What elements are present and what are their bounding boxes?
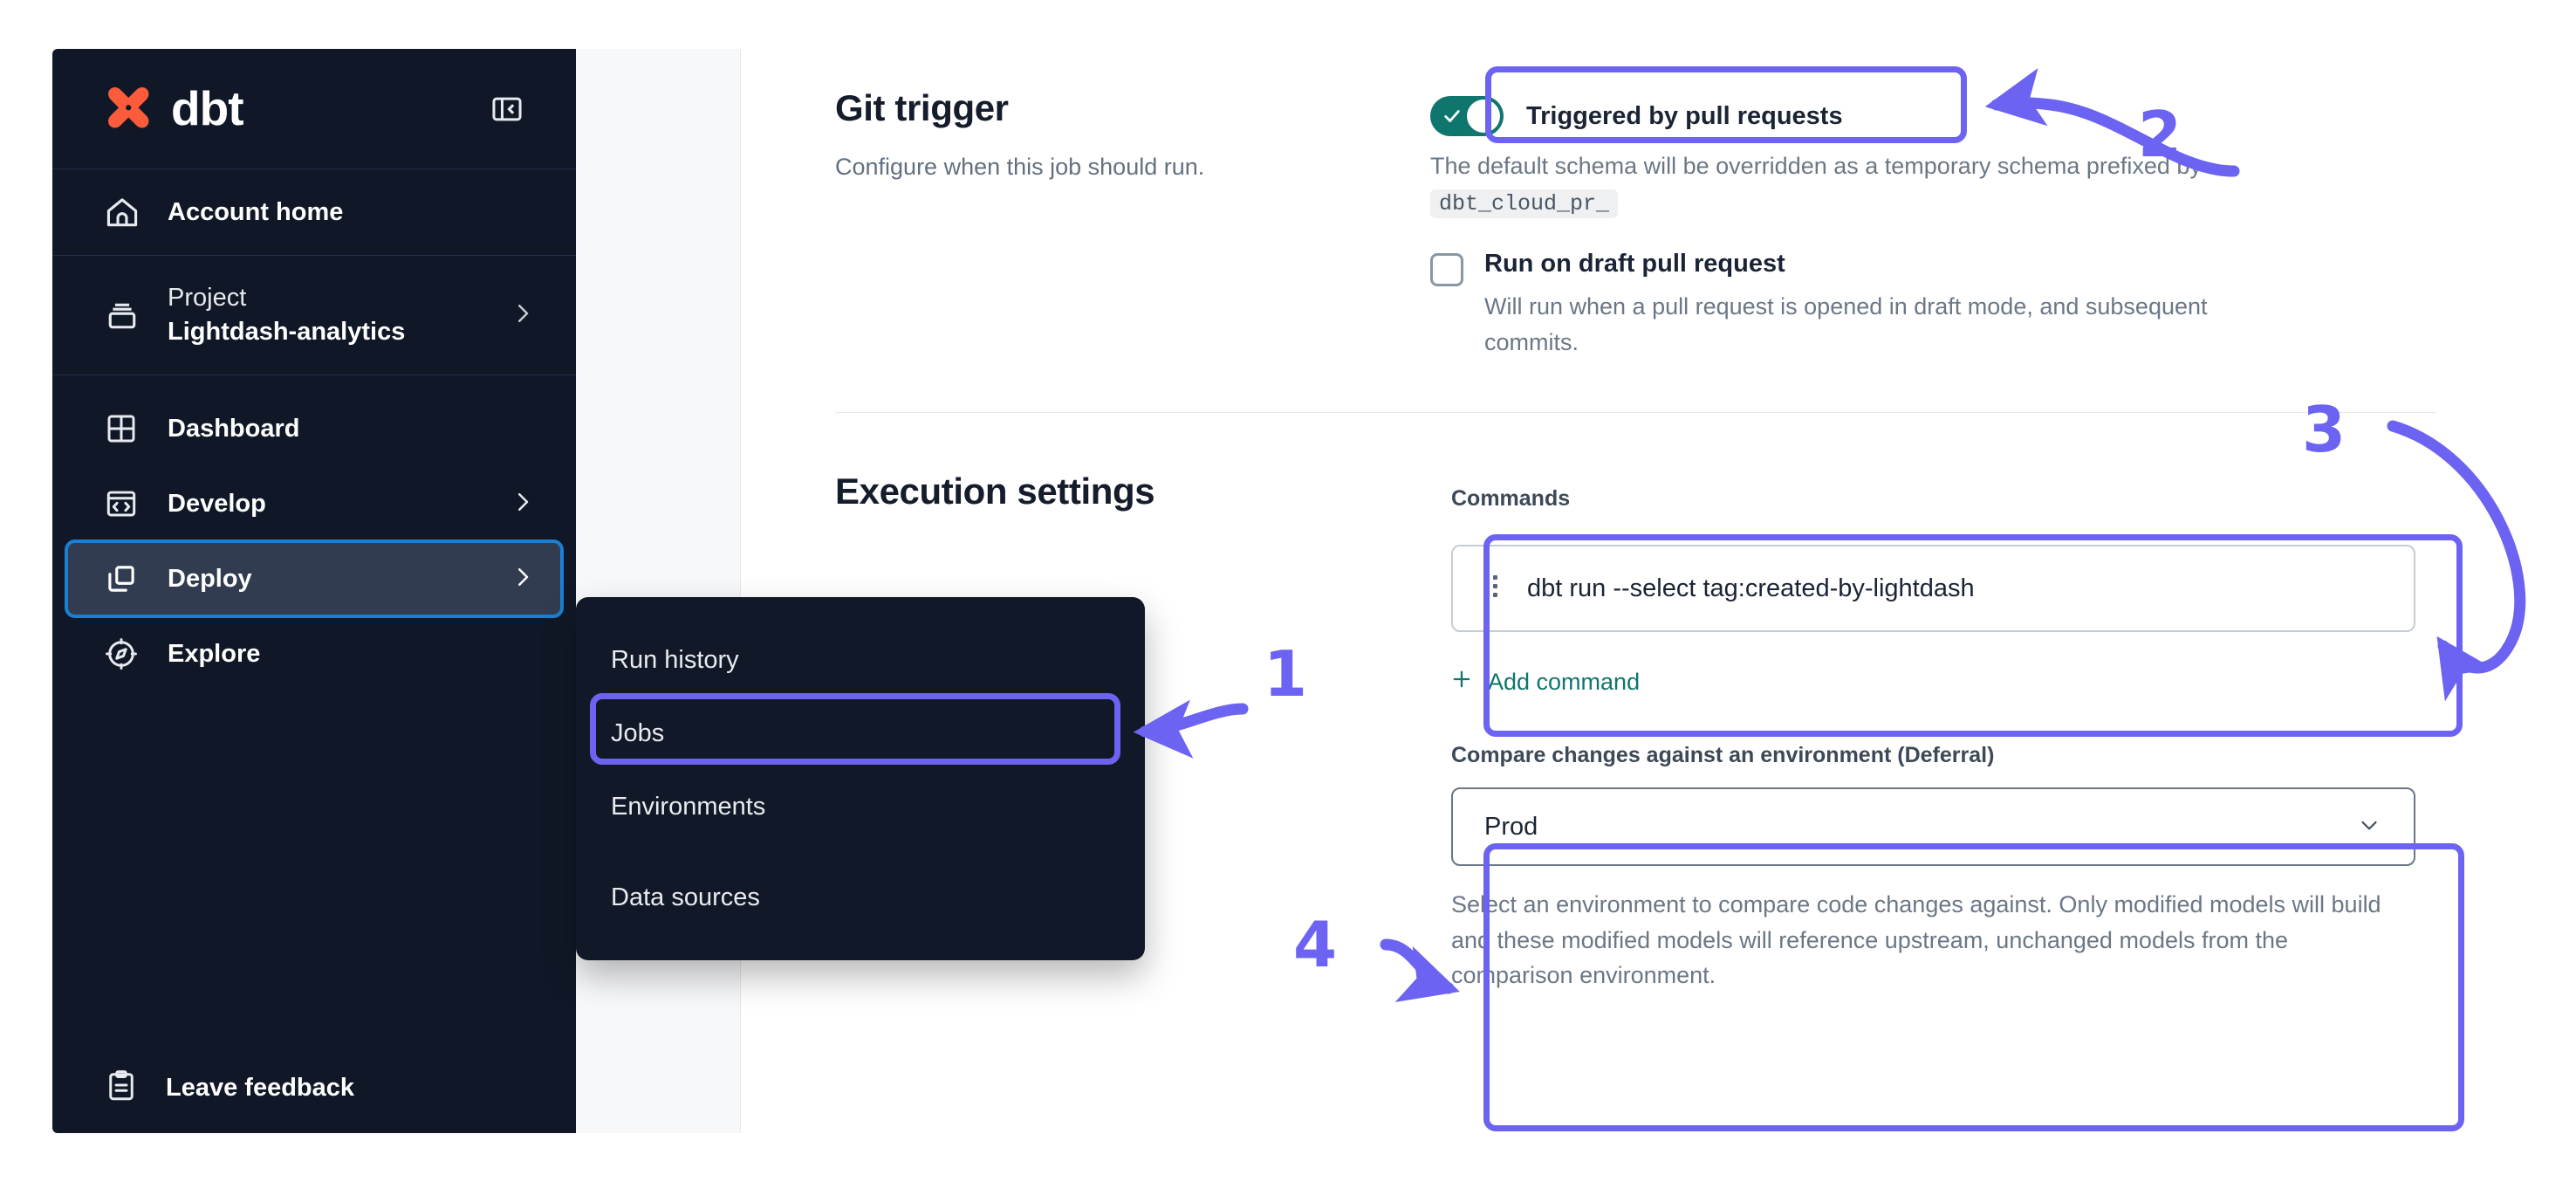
- sidebar: dbt: [52, 49, 576, 1133]
- sidebar-item-leave-feedback[interactable]: Leave feedback: [52, 1042, 576, 1133]
- deferral-block: Compare changes against an environment (…: [1430, 720, 2436, 1011]
- project-caption: Project: [168, 284, 247, 312]
- toggle-label: Triggered by pull requests: [1526, 101, 1843, 130]
- clipboard-icon: [103, 1068, 140, 1109]
- sidebar-item-label: Dashboard: [168, 414, 300, 443]
- add-command-label: Add command: [1488, 669, 1641, 695]
- sidebar-item-account-home[interactable]: Account home: [52, 169, 576, 255]
- brand[interactable]: dbt: [103, 81, 244, 136]
- git-trigger-controls: Triggered by pull requests The default s…: [1430, 87, 2524, 360]
- arrow-3: [2387, 420, 2526, 702]
- page-title: Git trigger: [835, 87, 1009, 128]
- compass-icon: [103, 636, 141, 672]
- sidebar-item-explore[interactable]: Explore: [66, 616, 562, 691]
- deploy-windows-icon: [103, 560, 141, 597]
- command-input-row[interactable]: dbt run --select tag:created-by-lightdas…: [1451, 545, 2415, 632]
- sidebar-section-account: Account home: [52, 169, 576, 256]
- annotation-number-2: 2: [2138, 98, 2182, 171]
- command-text: dbt run --select tag:created-by-lightdas…: [1527, 574, 1975, 602]
- checkbox-description: Will run when a pull request is opened i…: [1484, 293, 2208, 355]
- chevron-right-icon: [510, 300, 536, 331]
- deploy-menu-environments[interactable]: Environments: [576, 770, 1145, 843]
- sidebar-header: dbt: [52, 49, 576, 169]
- sidebar-item-label: Explore: [168, 639, 261, 668]
- deferral-environment-select[interactable]: Prod: [1451, 787, 2415, 866]
- sidebar-item-label: Leave feedback: [166, 1073, 355, 1102]
- plus-icon: [1449, 667, 1474, 698]
- deferral-label: Compare changes against an environment (…: [1451, 743, 1995, 767]
- git-trigger-section: Git trigger Configure when this job shou…: [741, 49, 2524, 360]
- add-command-button[interactable]: Add command: [1430, 667, 2436, 698]
- dbt-x-logo-icon: [108, 86, 149, 127]
- run-on-draft-checkbox[interactable]: [1430, 253, 1463, 286]
- helper-prefix: The default schema will be overridden as…: [1430, 153, 2202, 179]
- git-trigger-heading-col: Git trigger Configure when this job shou…: [741, 87, 1430, 360]
- commands-label: Commands: [1451, 486, 1571, 511]
- execution-settings-heading-col: Execution settings: [741, 471, 1430, 1011]
- triggered-by-pull-requests-row[interactable]: Triggered by pull requests: [1430, 87, 2436, 136]
- panel-collapse-left-icon[interactable]: [487, 89, 527, 129]
- checkbox-label: Run on draft pull request: [1484, 250, 1785, 278]
- deferral-selected-value: Prod: [1484, 812, 1538, 841]
- sidebar-item-project[interactable]: Project Lightdash-analytics: [52, 256, 576, 375]
- execution-settings-controls: Commands dbt run --select tag:created-by…: [1430, 471, 2524, 1011]
- toggle-knob: [1467, 100, 1500, 133]
- run-on-draft-pull-request-row[interactable]: Run on draft pull request Will run when …: [1430, 250, 2436, 360]
- commands-block: Commands dbt run --select tag:created-by…: [1430, 471, 2436, 641]
- sidebar-item-label: Account home: [168, 197, 344, 226]
- project-name: Lightdash-analytics: [168, 318, 406, 346]
- sidebar-section-project: Project Lightdash-analytics: [52, 256, 576, 375]
- sidebar-item-label: Deploy: [168, 564, 252, 593]
- menu-item-label: Data sources: [611, 883, 760, 911]
- chevron-down-icon: [2356, 812, 2382, 842]
- check-icon: [1442, 107, 1462, 130]
- sidebar-nav-list: Dashboard Develop: [52, 375, 576, 691]
- deploy-dropdown-menu: Run history Jobs Environments Data sourc…: [576, 597, 1145, 960]
- git-trigger-subtitle: Configure when this job should run.: [835, 154, 1205, 180]
- grid-dashboard-icon: [103, 410, 141, 447]
- deploy-menu-jobs[interactable]: Jobs: [576, 697, 1145, 770]
- execution-settings-title: Execution settings: [835, 471, 1155, 512]
- menu-item-label: Environments: [611, 792, 766, 821]
- execution-settings-section: Execution settings Commands dbt run --se…: [741, 413, 2524, 1011]
- annotation-number-1: 1: [1264, 637, 1308, 711]
- sidebar-item-dashboard[interactable]: Dashboard: [66, 391, 562, 466]
- triggered-by-pull-requests-toggle[interactable]: [1430, 96, 1504, 136]
- deploy-menu-data-sources[interactable]: Data sources: [576, 861, 1145, 934]
- sidebar-item-develop[interactable]: Develop: [66, 466, 562, 541]
- chevron-right-icon: [510, 489, 536, 519]
- arrow-1: [1133, 699, 1249, 759]
- arrow-2: [1984, 68, 2240, 177]
- menu-item-label: Jobs: [611, 718, 665, 747]
- helper-code: dbt_cloud_pr_: [1430, 189, 1619, 218]
- chevron-right-icon: [510, 564, 536, 594]
- home-icon: [103, 193, 141, 231]
- annotation-number-4: 4: [1293, 908, 1338, 981]
- arrow-4: [1380, 938, 1460, 1002]
- code-window-icon: [103, 485, 141, 522]
- brand-name: dbt: [171, 81, 244, 135]
- menu-item-label: Run history: [611, 645, 739, 674]
- project-stack-icon: [103, 296, 141, 334]
- sidebar-item-deploy[interactable]: Deploy: [65, 539, 564, 618]
- section-divider: [835, 412, 2436, 413]
- sidebar-item-label: Develop: [168, 489, 266, 518]
- git-trigger-helper-text: The default schema will be overridden as…: [1430, 148, 2329, 220]
- annotation-number-3: 3: [2302, 393, 2346, 466]
- deferral-description: Select an environment to compare code ch…: [1451, 891, 2381, 988]
- deploy-menu-run-history[interactable]: Run history: [576, 623, 1145, 697]
